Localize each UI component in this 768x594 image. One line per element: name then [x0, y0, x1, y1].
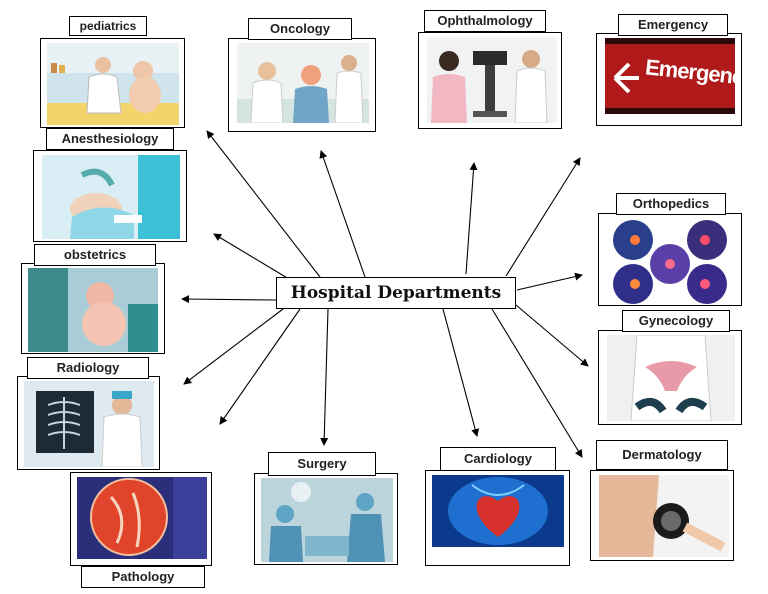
surgery-photo	[261, 478, 393, 562]
label-anesthesiology: Anesthesiology	[46, 128, 174, 150]
oncology-photo	[237, 43, 369, 123]
label-dermatology: Dermatology	[596, 440, 728, 470]
dept-dermatology	[590, 470, 734, 561]
dept-pathology	[70, 472, 212, 566]
dept-radiology	[17, 376, 160, 470]
arrow-radiology	[184, 309, 283, 384]
obstetrics-photo	[28, 268, 158, 352]
pediatrics-photo	[47, 43, 179, 125]
label-pathology: Pathology	[81, 566, 205, 588]
arrow-obstetrics	[182, 299, 276, 300]
arrow-dermatology	[492, 309, 582, 457]
arrow-surgery	[324, 309, 328, 445]
label-oncology: Oncology	[248, 18, 352, 40]
emergency-photo: Emergency	[605, 38, 735, 114]
arrow-pediatrics	[207, 131, 320, 277]
dept-gynecology	[598, 330, 742, 425]
cardiology-photo	[432, 475, 564, 547]
dept-emergency: Emergency	[596, 33, 742, 126]
ophthalmology-photo	[427, 37, 557, 123]
label-orthopedics: Orthopedics	[616, 193, 726, 215]
orthopedics-photo	[605, 218, 735, 304]
dept-obstetrics	[21, 263, 165, 354]
label-gynecology: Gynecology	[622, 310, 730, 332]
arrow-anesthesiology	[214, 234, 289, 279]
arrow-orthopedics	[517, 275, 582, 290]
dept-pediatrics	[40, 38, 185, 128]
gynecology-photo	[607, 335, 735, 421]
label-ophthalmology: Ophthalmology	[424, 10, 546, 32]
dept-cardiology	[425, 470, 570, 566]
arrow-oncology	[321, 151, 365, 277]
dept-orthopedics	[598, 213, 742, 306]
dept-oncology	[228, 38, 376, 132]
arrow-ophthalmology	[466, 163, 474, 274]
dept-anesthesiology	[33, 150, 187, 242]
anesthesiology-photo	[42, 155, 180, 239]
pathology-photo	[77, 477, 207, 559]
label-cardiology: Cardiology	[440, 447, 556, 471]
radiology-photo	[24, 381, 154, 467]
arrow-cardiology	[443, 309, 477, 436]
dept-ophthalmology	[418, 32, 562, 129]
arrow-emergency	[506, 158, 580, 276]
dermatology-photo	[599, 475, 729, 557]
label-emergency: Emergency	[618, 14, 728, 36]
label-surgery: Surgery	[268, 452, 376, 476]
label-pediatrics: pediatrics	[69, 16, 147, 36]
label-radiology: Radiology	[27, 357, 149, 379]
dept-surgery	[254, 473, 398, 565]
label-obstetrics: obstetrics	[34, 244, 156, 266]
center-title: Hospital Departments	[276, 277, 516, 309]
arrow-gynecology	[516, 305, 588, 366]
